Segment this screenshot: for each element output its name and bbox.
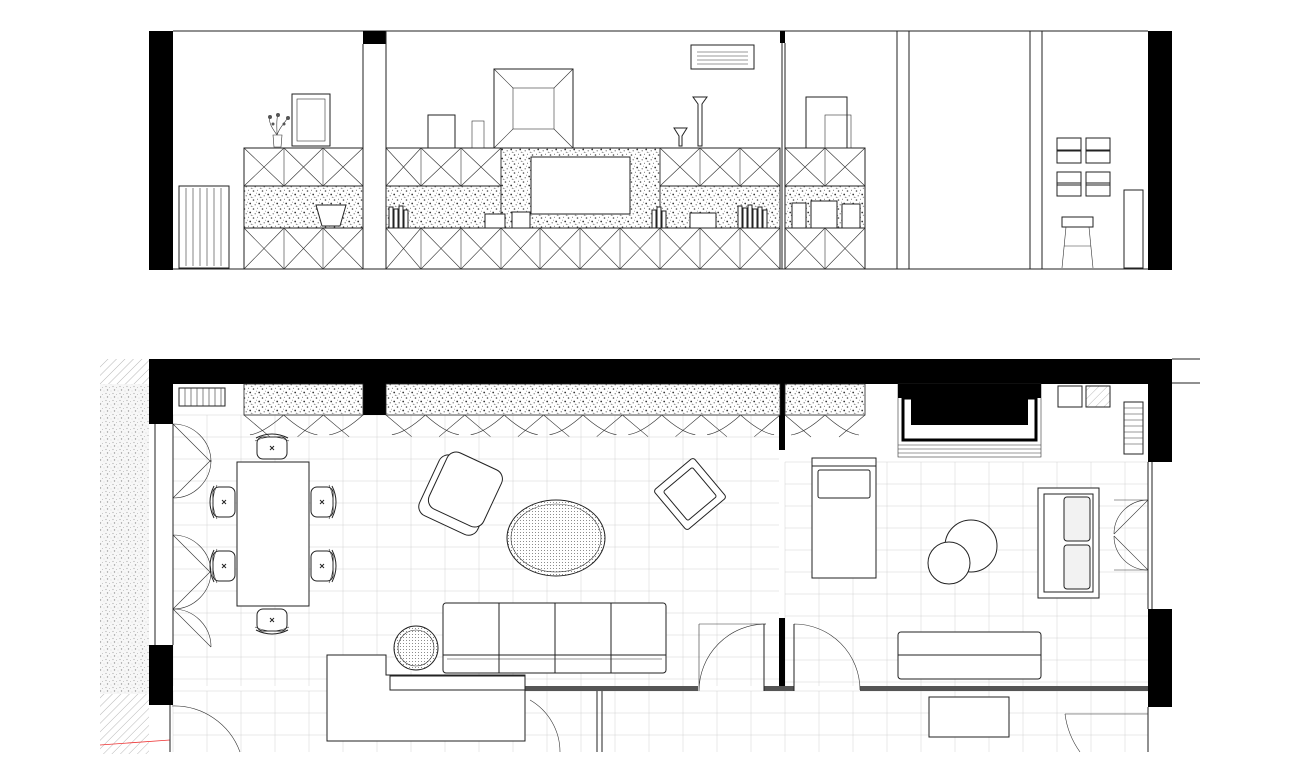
fireplace [897, 383, 1042, 458]
loveseat [1037, 487, 1100, 599]
dining-chairs [209, 433, 337, 635]
sofa [442, 602, 667, 674]
dining-chair [209, 548, 236, 584]
dining-chair [254, 433, 290, 460]
elevation-cabinet-right [784, 147, 866, 270]
elevation-cabinet-left [243, 147, 364, 270]
elevation-wall-right [1148, 31, 1172, 270]
daybed [811, 457, 877, 579]
bookend [471, 120, 485, 149]
lower-room-table [928, 696, 1010, 738]
exterior-gravel [100, 384, 149, 694]
artwork-frame [493, 68, 574, 149]
cabinet-door-swing [283, 414, 324, 438]
tv-screen [530, 156, 631, 215]
plan-partition [779, 384, 785, 450]
dining-table [236, 461, 310, 607]
section-marker [99, 739, 171, 746]
picture-frame-inner [296, 98, 326, 142]
cabinet-door-swing [464, 414, 505, 437]
cabinet-door-swing [243, 414, 284, 438]
dining-chair [254, 608, 290, 635]
cabinet-door-swing [425, 414, 465, 437]
window-door-swings-left [172, 423, 212, 648]
plan-cabinet-left [243, 383, 364, 416]
cabinet-door-swing [543, 414, 584, 437]
dining-chair [310, 548, 337, 584]
shelf-books [388, 204, 768, 229]
armchair-left [418, 451, 503, 536]
storage-box [1085, 385, 1111, 408]
plan-right-wall [1148, 609, 1172, 707]
side-table-inner [397, 629, 435, 667]
floor-plan-view [99, 358, 1200, 754]
plan-cabinet-right [784, 383, 866, 416]
cabinet-door-swing [622, 414, 663, 437]
plan-column [363, 384, 386, 415]
dining-chair [310, 484, 337, 520]
cabinet-door-swing [503, 414, 544, 437]
plan-inner-wall [525, 686, 698, 691]
plan-top-wall [149, 359, 1172, 384]
counter-edge [389, 675, 526, 691]
small-frame [427, 114, 456, 149]
wall-frames-grid [1056, 137, 1111, 197]
plan-partition [779, 618, 785, 686]
plan-cabinet-main [385, 383, 781, 416]
elevation-beam [363, 31, 386, 44]
elevation-cabinet-main [385, 147, 781, 270]
exterior-hatch [100, 694, 149, 754]
cabinet-door-swings [243, 414, 866, 438]
tall-cabinet [1123, 189, 1144, 269]
cabinet-door-swing [582, 414, 623, 437]
door-swings-bottom [171, 623, 1148, 753]
plan-inner-wall [764, 686, 794, 691]
exterior-hatch [100, 359, 149, 384]
cabinet-door-swing [323, 414, 364, 438]
elevation-partition-cap [780, 31, 785, 43]
storage-box [1057, 385, 1083, 408]
potted-plant [268, 113, 290, 148]
plan-inner-wall [860, 686, 1148, 691]
side-table [393, 625, 439, 671]
small-vase [673, 127, 688, 147]
cabinet-door-swing [824, 414, 866, 438]
cabinet-door-swing [661, 414, 702, 437]
bench [897, 631, 1042, 680]
cabinet-door-swing [385, 414, 426, 437]
elevation-view [149, 30, 1172, 270]
window-door-swings-right [1113, 499, 1149, 571]
cabinet-door-swing [784, 414, 826, 438]
plan-radiator-right [1123, 401, 1144, 455]
cabinet-door-swing [740, 414, 781, 437]
plan-right-wall [1148, 384, 1172, 462]
plan-left-wall [149, 645, 173, 705]
elevation-radiator [178, 185, 230, 269]
bar-stool [1061, 216, 1094, 269]
air-conditioner [690, 44, 755, 70]
cabinet-door-swing [701, 414, 741, 437]
elevation-wall-left [149, 31, 173, 270]
dining-chair [209, 484, 236, 520]
vase [692, 96, 708, 147]
armchair-right [654, 458, 726, 530]
picture-frame [805, 96, 848, 149]
oval-rug-inner [510, 503, 602, 573]
plan-radiator [178, 387, 226, 407]
plan-left-wall [149, 384, 173, 424]
picture-frame [291, 93, 331, 147]
round-pouf [927, 541, 971, 585]
picture-frame [824, 114, 852, 149]
oval-rug-table [506, 499, 606, 577]
